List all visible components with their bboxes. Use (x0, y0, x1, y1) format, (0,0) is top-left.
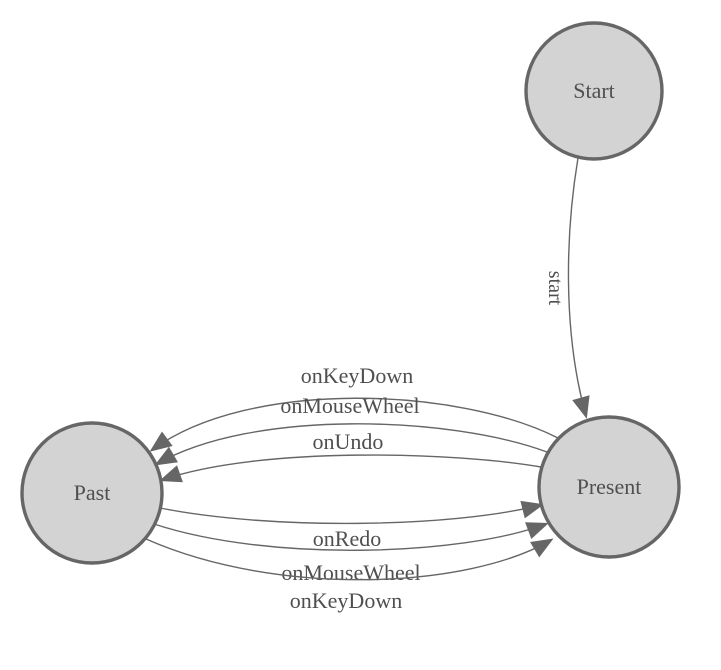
edge-label-onkeydown-top: onKeyDown (301, 363, 413, 388)
edge-present-to-past-onundo: onUndo (159, 429, 542, 483)
state-node-past[interactable]: Past (20, 421, 164, 565)
state-node-start[interactable]: Start (524, 21, 664, 161)
edge-label-start: start (544, 271, 566, 306)
state-node-present[interactable]: Present (537, 415, 681, 559)
edge-line (159, 454, 542, 483)
edge-label-onredo: onRedo (313, 526, 381, 551)
edge-past-to-present-onredo: onRedo (159, 500, 544, 551)
edge-past-to-present-onmousewheel: onMouseWheel (153, 522, 549, 585)
state-node-present-circle[interactable] (537, 415, 681, 559)
edge-label-onundo: onUndo (313, 429, 384, 454)
state-node-start-circle[interactable] (524, 21, 664, 161)
state-node-start-label: Start (573, 78, 615, 103)
edge-label-onmousewheel-top: onMouseWheel (280, 393, 419, 418)
edge-line (159, 500, 544, 525)
edge-line (154, 423, 548, 466)
state-node-present-label: Present (577, 474, 642, 499)
edge-present-to-past-onmousewheel: onMouseWheel (154, 393, 548, 466)
edge-present-to-past-onkeydown: onKeyDown (149, 363, 559, 452)
edge-line (567, 157, 590, 419)
edge-line (153, 522, 549, 551)
state-node-past-circle[interactable] (20, 421, 164, 565)
edge-line (149, 397, 559, 452)
edge-start-to-present: start (544, 157, 590, 419)
edge-past-to-present-onkeydown: onKeyDown (145, 538, 554, 613)
edge-label-onkeydown-bottom: onKeyDown (290, 588, 402, 613)
state-node-past-label: Past (74, 480, 111, 505)
edge-label-onmousewheel-bottom: onMouseWheel (281, 560, 420, 585)
edge-line (145, 538, 554, 581)
